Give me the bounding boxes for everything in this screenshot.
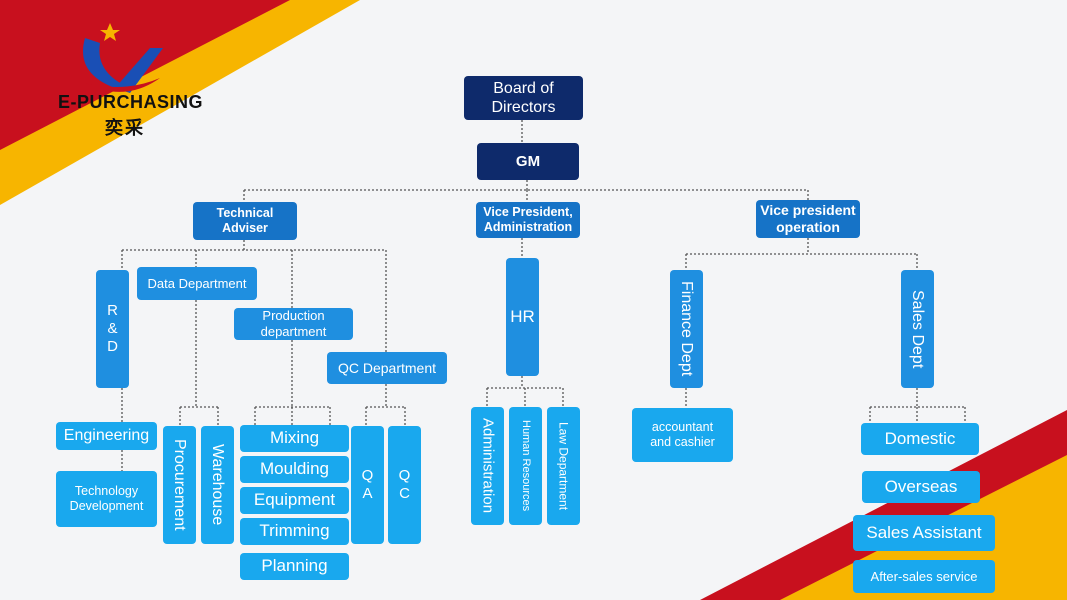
- vp-administration-node: Vice President, Administration: [476, 202, 580, 238]
- trimming-node: Trimming: [240, 518, 349, 545]
- human-resources-node: Human Resources: [509, 407, 542, 525]
- rd-node: R & D: [96, 270, 129, 388]
- accountant-node: accountant and cashier: [632, 408, 733, 462]
- overseas-node: Overseas: [862, 471, 980, 503]
- equipment-node: Equipment: [240, 487, 349, 514]
- qa-node: Q A: [351, 426, 384, 544]
- production-department-node: Production department: [234, 308, 353, 340]
- gm-node: GM: [477, 143, 579, 180]
- procurement-node: Procurement: [163, 426, 196, 544]
- moulding-node: Moulding: [240, 456, 349, 483]
- brand-cn-name: 奕采: [105, 118, 145, 138]
- brand-name: E-PURCHASING: [58, 92, 204, 112]
- qc-department-node: QC Department: [327, 352, 447, 384]
- finance-dept-node: Finance Dept: [670, 270, 703, 388]
- domestic-node: Domestic: [861, 423, 979, 455]
- technical-adviser-node: Technical Adviser: [193, 202, 297, 240]
- technology-development-node: Technology Development: [56, 471, 157, 527]
- data-department-node: Data Department: [137, 267, 257, 300]
- sales-dept-node: Sales Dept: [901, 270, 934, 388]
- logo-icon: [83, 23, 163, 93]
- board-of-directors-node: Board of Directors: [464, 76, 583, 120]
- administration-node: Administration: [471, 407, 504, 525]
- qc-node: Q C: [388, 426, 421, 544]
- sales-assistant-node: Sales Assistant: [853, 515, 995, 551]
- engineering-node: Engineering: [56, 422, 157, 450]
- warehouse-node: Warehouse: [201, 426, 234, 544]
- hr-node: HR: [506, 258, 539, 376]
- vp-operation-node: Vice president operation: [756, 200, 860, 238]
- planning-node: Planning: [240, 553, 349, 580]
- after-sales-service-node: After-sales service: [853, 560, 995, 593]
- law-department-node: Law Department: [547, 407, 580, 525]
- mixing-node: Mixing: [240, 425, 349, 452]
